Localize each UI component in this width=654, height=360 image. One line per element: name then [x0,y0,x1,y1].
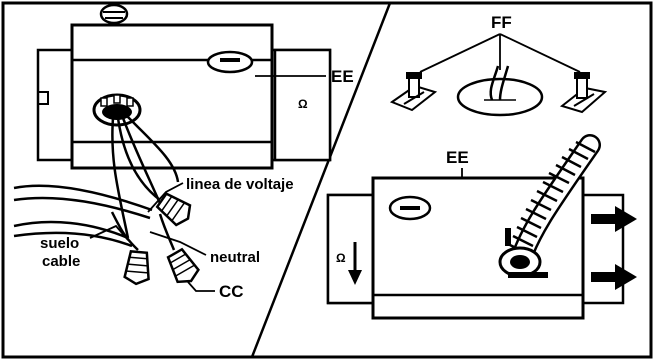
screw-clip-right-icon [559,72,608,114]
wire-nut-top [155,192,192,227]
label-cc: CC [219,282,244,301]
wire-to-nut-bottom [158,213,176,251]
supply-cable [13,184,153,251]
bracket-slot-left [38,91,49,105]
panel-divider [250,2,392,358]
nameplate-slot-right [400,206,420,210]
arrow-down-icon: Ω [336,242,362,285]
arrow-right-icon-top [591,206,637,232]
left-panel: Ω [13,3,354,301]
screw-clip-left-icon [389,72,438,112]
fixture-plate-oval [456,65,544,117]
arrow-right-icon-bottom [591,264,637,290]
knockout-symbol-right: Ω [298,97,308,111]
flex-conduit-icon [498,134,601,278]
label-ground-cable-2: cable [42,253,80,270]
label-ee-right: EE [446,148,469,167]
label-ee-left: EE [331,67,354,86]
label-line-voltage: linea de voltaje [186,176,294,193]
label-ff: FF [491,13,512,32]
bracket-tab-left [326,193,375,305]
nameplate-slot [220,58,240,62]
right-panel: FF EE [326,13,637,320]
wire-nut-bottom [166,247,200,284]
leader-lines-ff [419,33,581,73]
label-neutral: neutral [210,249,260,266]
knockout-symbol-left: Ω [336,251,346,265]
fixture-housing [70,23,274,170]
bracket-tab-right [273,48,332,162]
label-ground-cable-1: suelo [40,235,79,252]
hanger-icon [99,3,129,28]
wire-nut-middle [123,250,150,286]
leader-lines-left [89,75,326,292]
